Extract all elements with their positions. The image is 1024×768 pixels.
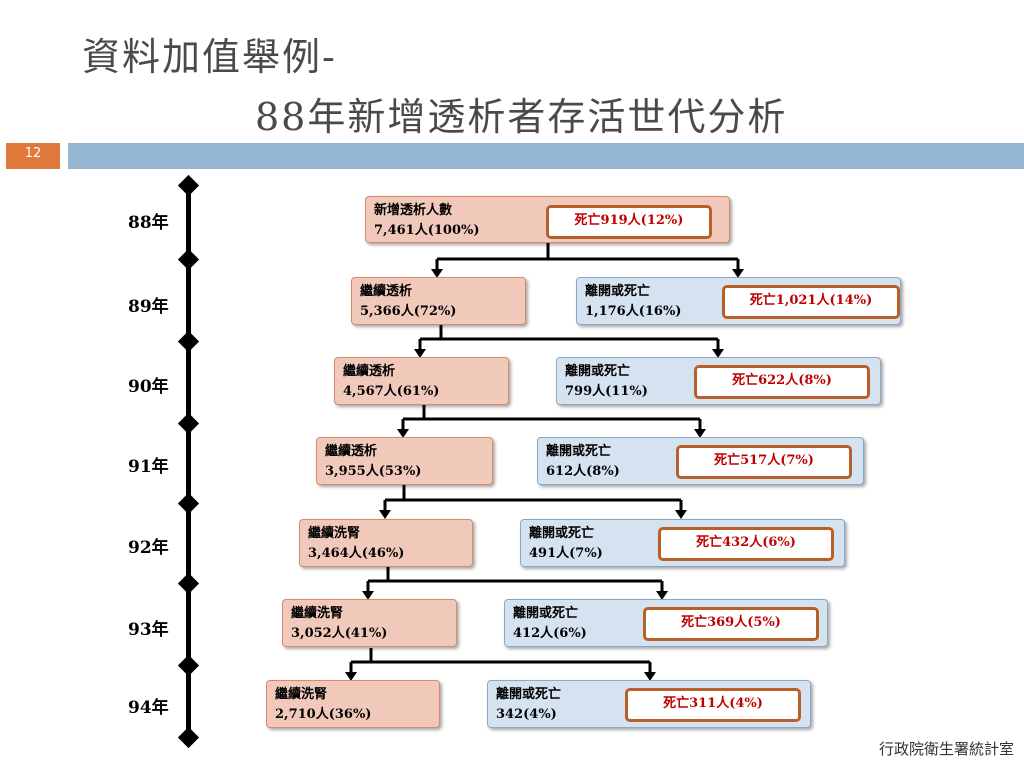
continue-label: 繼續透析 xyxy=(325,444,378,459)
year-label: 88年 xyxy=(128,213,169,233)
leave-label: 離開或死亡 xyxy=(565,364,631,379)
death-badge: 死亡311人(4%) xyxy=(625,688,801,722)
continue-box: 繼續洗腎 3,464人(46%) xyxy=(299,519,473,567)
footer-org: 行政院衛生署統計室 xyxy=(878,740,1014,758)
timeline-axis xyxy=(186,180,191,740)
page-number: 12 xyxy=(6,143,60,169)
death-badge: 死亡517人(7%) xyxy=(676,445,852,479)
initial-label: 新增透析人數 xyxy=(374,203,453,218)
continue-box: 繼續透析 4,567人(61%) xyxy=(334,357,509,405)
continue-value: 3,052人(41%) xyxy=(291,626,388,641)
leave-value: 342(4%) xyxy=(496,707,557,722)
leave-label: 離開或死亡 xyxy=(585,284,651,299)
connector xyxy=(435,243,740,273)
death-badge: 死亡432人(6%) xyxy=(658,527,834,561)
header-bar xyxy=(68,143,1024,169)
connector xyxy=(383,485,683,514)
leave-label: 離開或死亡 xyxy=(513,606,579,621)
continue-box: 繼續洗腎 2,710人(36%) xyxy=(266,680,440,728)
initial-value: 7,461人(100%) xyxy=(374,223,480,238)
connector xyxy=(349,648,652,676)
death-badge: 死亡1,021人(14%) xyxy=(722,285,900,319)
continue-box: 繼續透析 5,366人(72%) xyxy=(351,277,526,325)
leave-value: 799人(11%) xyxy=(565,384,648,399)
year-label: 92年 xyxy=(128,538,169,558)
continue-label: 繼續透析 xyxy=(343,364,396,379)
death-badge: 死亡369人(5%) xyxy=(643,607,819,641)
year-label: 94年 xyxy=(128,698,169,718)
connector xyxy=(366,567,664,595)
continue-value: 3,955人(53%) xyxy=(325,464,422,479)
continue-label: 繼續洗腎 xyxy=(308,526,361,541)
continue-value: 2,710人(36%) xyxy=(275,707,372,722)
leave-value: 412人(6%) xyxy=(513,626,587,641)
slide-title-line2: 88年新增透析者存活世代分析 xyxy=(255,95,788,139)
continue-box: 繼續透析 3,955人(53%) xyxy=(316,437,493,485)
leave-value: 1,176人(16%) xyxy=(585,304,682,319)
leave-label: 離開或死亡 xyxy=(496,687,562,702)
leave-label: 離開或死亡 xyxy=(529,526,595,541)
connector xyxy=(401,405,702,433)
year-label: 90年 xyxy=(128,377,169,397)
slide-title-line1: 資料加值舉例- xyxy=(82,35,337,79)
continue-value: 3,464人(46%) xyxy=(308,546,405,561)
continue-box: 繼續洗腎 3,052人(41%) xyxy=(282,599,457,647)
death-badge: 死亡622人(8%) xyxy=(694,365,870,399)
year-label: 91年 xyxy=(128,457,169,477)
connector xyxy=(418,325,720,353)
continue-label: 繼續透析 xyxy=(360,284,413,299)
year-label: 89年 xyxy=(128,297,169,317)
continue-label: 繼續洗腎 xyxy=(275,687,328,702)
leave-value: 612人(8%) xyxy=(546,464,620,479)
continue-value: 5,366人(72%) xyxy=(360,304,457,319)
year-label: 93年 xyxy=(128,620,169,640)
continue-value: 4,567人(61%) xyxy=(343,384,440,399)
continue-label: 繼續洗腎 xyxy=(291,606,344,621)
leave-label: 離開或死亡 xyxy=(546,444,612,459)
leave-value: 491人(7%) xyxy=(529,546,603,561)
death-badge: 死亡919人(12%) xyxy=(546,205,712,239)
